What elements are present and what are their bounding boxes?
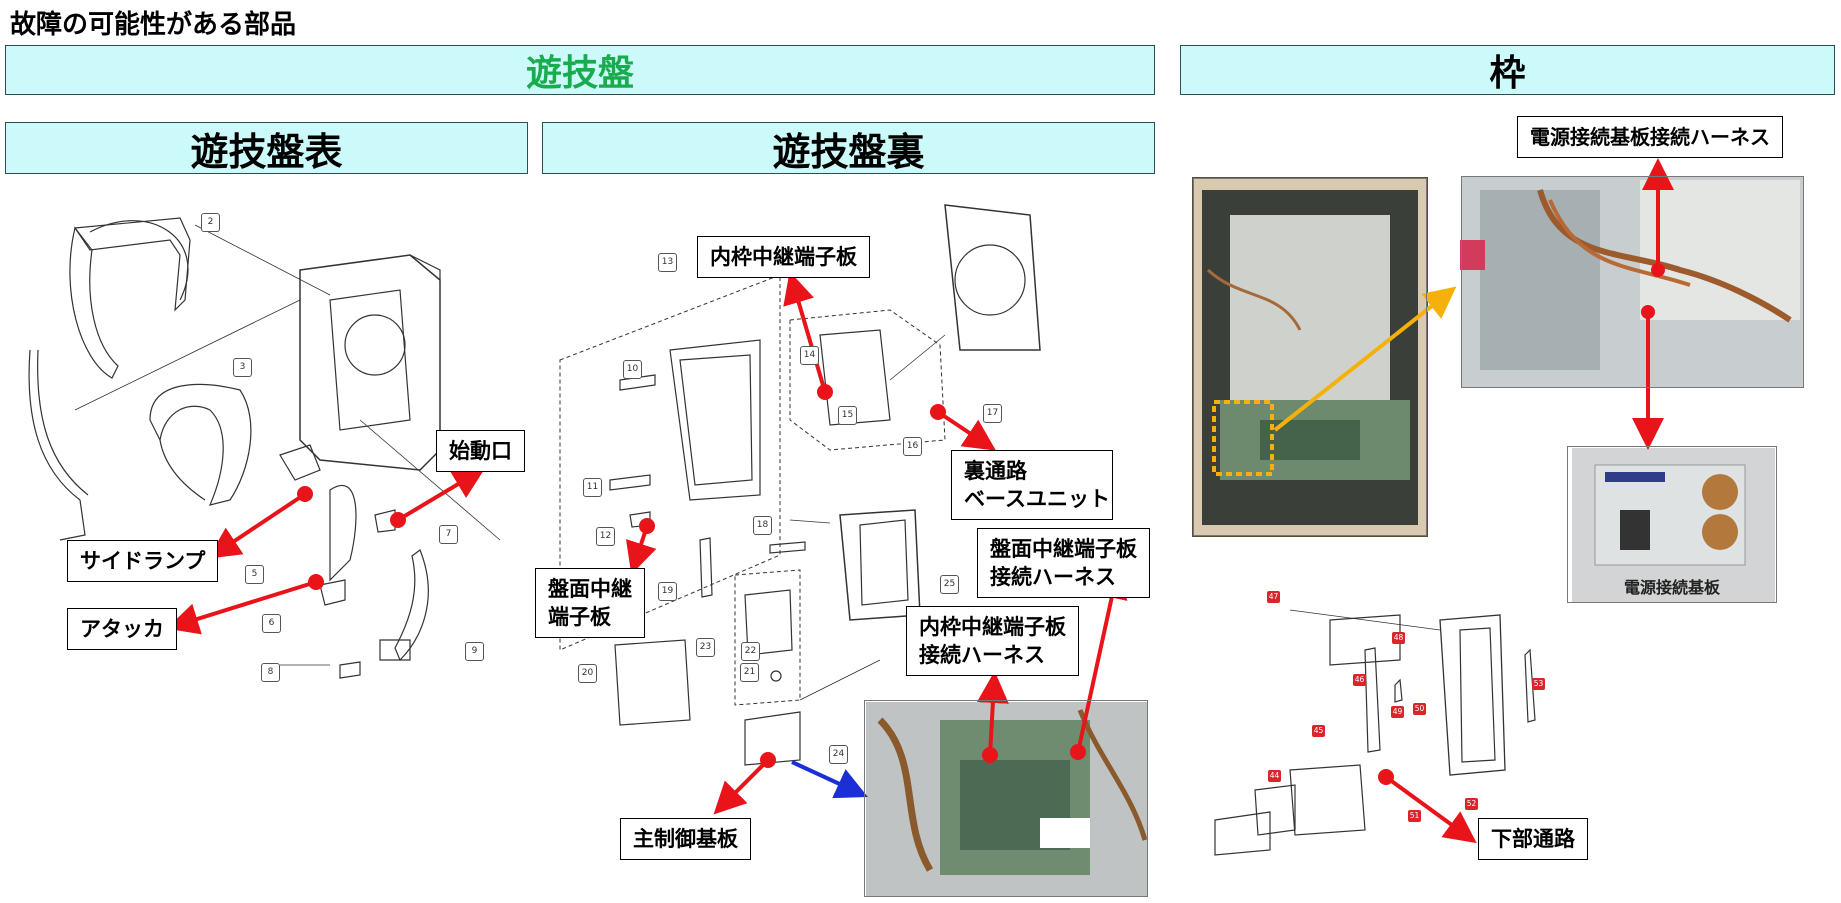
part-tag-red: 48 — [1392, 632, 1405, 644]
photo-harness-closeup — [1461, 176, 1804, 388]
callout-inner-relay-harness-line2: 接続ハーネス — [919, 643, 1045, 667]
part-tag-red: 46 — [1353, 674, 1366, 686]
header-board-front: 遊技盤表 — [5, 122, 528, 174]
part-tag: 14 — [800, 346, 819, 365]
callout-back-passage-line2: ベースユニット — [964, 487, 1110, 511]
callout-inner-relay-harness-line1: 内枠中継端子板 — [919, 615, 1066, 639]
callout-back-passage: 裏通路 ベースユニット — [951, 450, 1113, 520]
header-board-back: 遊技盤裏 — [542, 122, 1155, 174]
part-tag: 7 — [439, 525, 458, 544]
arrow-main-control — [713, 758, 770, 815]
arrow-panel-relay-harness — [1076, 566, 1128, 753]
part-tag: 16 — [903, 437, 922, 456]
callout-panel-relay-line2: 端子板 — [548, 605, 611, 629]
part-tag: 22 — [741, 642, 760, 661]
part-tag-red: 47 — [1267, 591, 1280, 603]
part-tag-red: 51 — [1408, 810, 1421, 822]
callout-inner-relay: 内枠中継端子板 — [697, 236, 870, 278]
photo-main-control — [864, 700, 1148, 897]
front-arc-part — [89, 220, 189, 301]
part-tag-red: 44 — [1268, 770, 1281, 782]
part-tag: 19 — [658, 582, 677, 601]
part-tag: 21 — [740, 663, 759, 682]
callout-main-control: 主制御基板 — [620, 818, 751, 860]
part-tag: 23 — [696, 638, 715, 657]
part-tag: 11 — [583, 478, 602, 497]
part-tag: 15 — [838, 406, 857, 425]
callout-start-port: 始動口 — [436, 430, 525, 472]
arrow-blue-to-photo — [791, 760, 868, 799]
part-tag: 6 — [262, 614, 281, 633]
part-tag: 20 — [578, 664, 597, 683]
photo-graphics — [866, 176, 1804, 897]
part-tag: 10 — [623, 360, 642, 379]
part-tag-red: 49 — [1391, 706, 1404, 718]
callout-side-lamp: サイドランプ — [67, 540, 219, 582]
photo-power-board: 電源接続基板 — [1567, 446, 1777, 603]
part-tag: 8 — [261, 663, 280, 682]
part-tag: 5 — [245, 565, 264, 584]
callout-panel-relay-harness-line1: 盤面中継端子板 — [990, 537, 1137, 561]
part-tag: 9 — [465, 642, 484, 661]
arrow-yellow-to-closeup — [1273, 286, 1457, 432]
arrow-inner-relay — [783, 271, 827, 393]
part-tag: 17 — [983, 404, 1002, 423]
arrow-inner-relay-harness — [976, 671, 1009, 756]
page-title: 故障の可能性がある部品 — [10, 10, 297, 40]
arrow-side-lamp — [208, 492, 307, 559]
part-tag-red: 52 — [1465, 798, 1478, 810]
callout-panel-relay-harness: 盤面中継端子板 接続ハーネス — [977, 528, 1150, 598]
power-board-label: 電源接続基板 — [1623, 578, 1720, 597]
callout-power-harness: 電源接続基板接続ハーネス — [1517, 116, 1783, 158]
header-frame: 枠 — [1180, 45, 1835, 95]
arrow-back-passage — [936, 410, 996, 451]
callout-panel-relay: 盤面中継 端子板 — [535, 568, 645, 638]
part-tag: 12 — [596, 527, 615, 546]
part-tag: 24 — [829, 745, 848, 764]
part-tag: 18 — [753, 516, 772, 535]
callout-back-passage-line1: 裏通路 — [964, 459, 1027, 483]
callout-panel-relay-line1: 盤面中継 — [548, 577, 632, 601]
part-tag-red: 50 — [1413, 703, 1426, 715]
part-tag: 13 — [658, 253, 677, 272]
callout-lower-passage: 下部通路 — [1478, 818, 1588, 860]
callout-attacker: アタッカ — [67, 608, 177, 650]
part-tag-red: 45 — [1312, 725, 1325, 737]
callout-inner-relay-harness: 内枠中継端子板 接続ハーネス — [906, 606, 1079, 676]
part-tag: 25 — [940, 575, 959, 594]
arrow-attacker — [166, 580, 317, 635]
part-tag: 2 — [201, 213, 220, 232]
photo-frame-back — [1193, 178, 1427, 536]
part-tag: 3 — [233, 358, 252, 377]
header-board: 遊技盤 — [5, 45, 1155, 95]
callout-panel-relay-harness-line2: 接続ハーネス — [990, 565, 1116, 589]
arrow-lower-passage — [1384, 775, 1477, 844]
part-tag-red: 53 — [1532, 678, 1545, 690]
arrow-start-port — [396, 467, 486, 522]
